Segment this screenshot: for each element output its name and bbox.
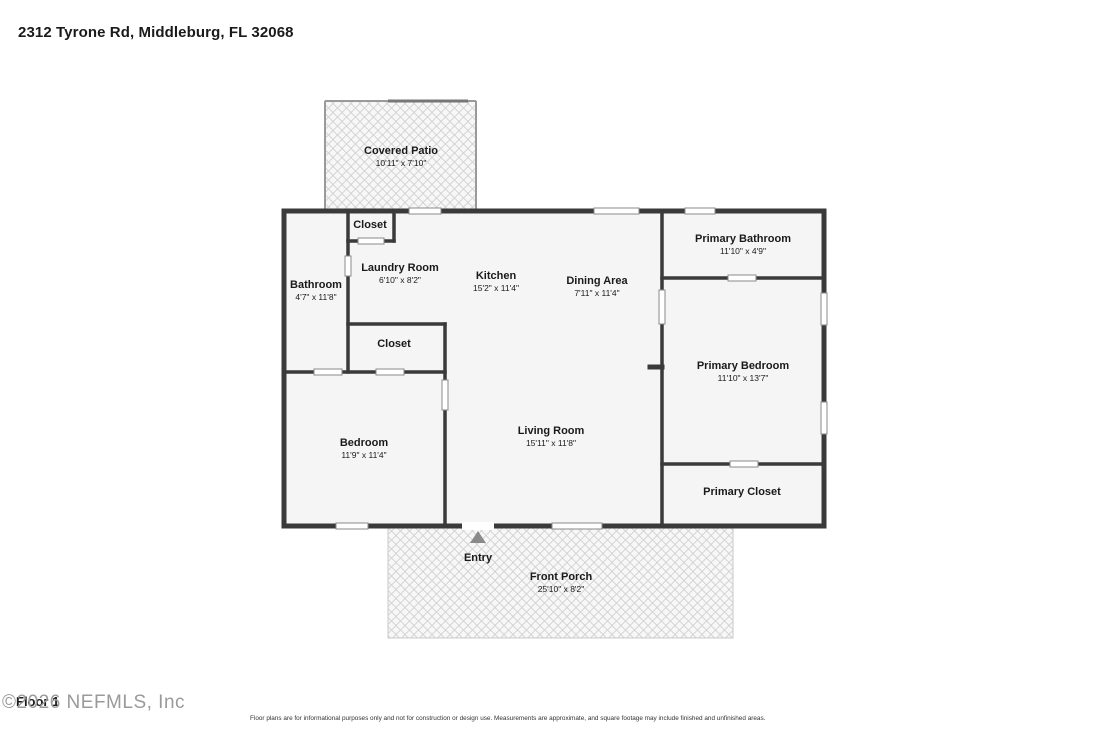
covered-patio-dims: 10'11" x 7'10": [376, 158, 427, 168]
bathroom-name: Bathroom: [290, 279, 342, 291]
bedroom-dims: 11'9" x 11'4": [341, 450, 386, 460]
patio-rails: [324, 99, 477, 211]
laundry-room-dims: 6'10" x 8'2": [379, 275, 421, 285]
primary-bedroom-name: Primary Bedroom: [697, 360, 790, 372]
entry-name: Entry: [464, 552, 493, 564]
front-porch-dims: 25'10" x 8'2": [538, 584, 585, 594]
entry-door: [462, 522, 494, 530]
primary-bathroom-name: Primary Bathroom: [695, 233, 791, 245]
primary-bathroom-dims: 11'10" x 4'9": [720, 246, 766, 256]
copyright-watermark: ©2026 NEFMLS, Inc: [2, 692, 186, 713]
closet-laundry-name: Closet: [353, 219, 387, 231]
living-room-name: Living Room: [518, 425, 585, 437]
bedroom-name: Bedroom: [340, 437, 389, 449]
laundry-room-name: Laundry Room: [361, 262, 439, 274]
closet-hall-name: Closet: [377, 338, 411, 350]
house-floor: [284, 211, 824, 526]
living-room-dims: 15'11" x 11'8": [526, 438, 576, 448]
windows: [313, 207, 828, 530]
dining-area-dims: 7'11" x 11'4": [574, 288, 619, 298]
entry-arrow-icon: [470, 531, 486, 543]
disclaimer-text: Floor plans are for informational purpos…: [250, 715, 766, 722]
covered-patio-name: Covered Patio: [364, 145, 438, 157]
floor-label: Floor 1: [16, 694, 60, 709]
kitchen-dims: 15'2" x 11'4": [473, 283, 519, 293]
primary-bedroom-dims: 11'10" x 13'7": [718, 373, 769, 383]
primary-closet-name: Primary Closet: [703, 486, 781, 498]
property-address: 2312 Tyrone Rd, Middleburg, FL 32068: [18, 24, 294, 41]
front-porch-area: [387, 526, 734, 639]
kitchen-name: Kitchen: [476, 270, 517, 282]
front-porch-name: Front Porch: [530, 571, 593, 583]
bathroom-dims: 4'7" x 11'8": [295, 292, 336, 302]
dining-area-name: Dining Area: [566, 275, 628, 287]
